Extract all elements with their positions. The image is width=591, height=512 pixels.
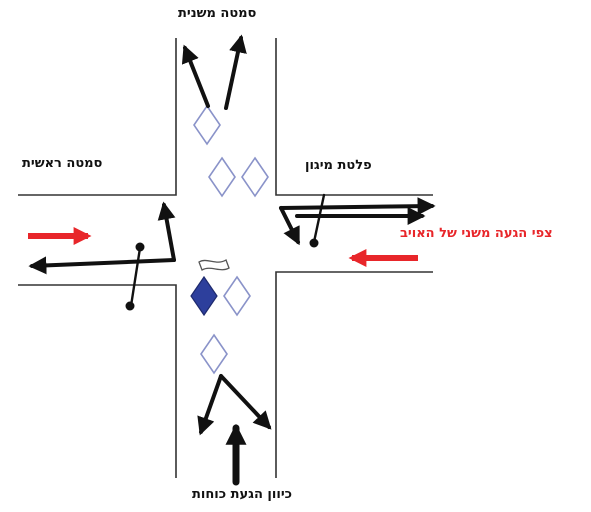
pin-right-head xyxy=(309,238,319,248)
arrow-right-lower xyxy=(279,206,300,246)
road-edge-top-right xyxy=(275,38,433,196)
arrow-up-left-lane xyxy=(157,201,176,262)
arrow-up-right xyxy=(224,34,247,110)
diamond-marker xyxy=(193,104,221,146)
movement-arrows xyxy=(28,34,436,486)
diamond-markers xyxy=(193,104,269,375)
arrow-down-right xyxy=(219,374,272,430)
pin-right-stem xyxy=(312,193,326,244)
arrow-right-upper xyxy=(279,197,436,216)
pin-left-stem xyxy=(129,246,142,308)
label-secondary-lane: סמטה משנית xyxy=(178,6,257,21)
road-edge-top-left xyxy=(18,38,177,196)
diamond-marker xyxy=(208,156,236,198)
diamond-marker-filled xyxy=(190,275,218,317)
diamond-marker xyxy=(200,333,228,375)
diamond-marker xyxy=(223,275,251,317)
pin-left-head-bottom xyxy=(125,301,135,311)
diamond-marker xyxy=(241,156,269,198)
pin-left-head-top xyxy=(135,242,145,252)
arrow-up-left xyxy=(181,44,210,108)
label-main-lane: סמטה ראשית xyxy=(22,156,103,171)
road-outline xyxy=(18,38,433,478)
arrow-left-main xyxy=(28,256,176,275)
enemy-arrows xyxy=(28,227,418,267)
road-edge-bottom-left xyxy=(18,284,177,478)
arrow-down-left xyxy=(197,374,223,436)
label-forces-arrival-direction: כיוון הגעת כוחות xyxy=(192,487,293,502)
flag-icon xyxy=(198,259,230,271)
label-cover-plate: פלטת מיגון xyxy=(305,158,372,173)
label-enemy-expected-arrival: צפי הגעה משני של האויב xyxy=(400,226,553,241)
road-edge-bottom-right xyxy=(275,271,433,478)
